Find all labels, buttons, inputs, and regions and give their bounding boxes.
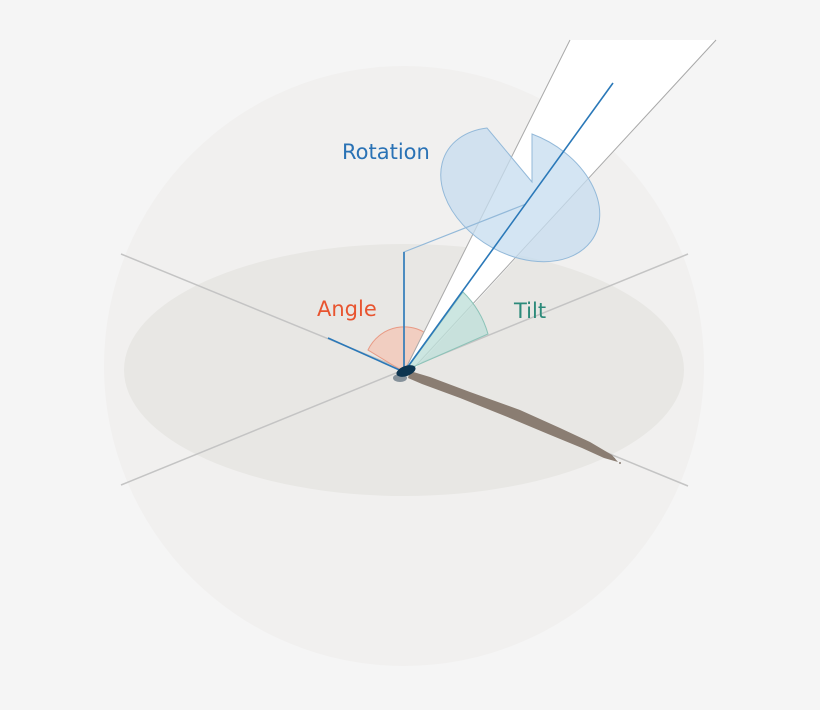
tilt-arc bbox=[404, 291, 489, 372]
angle-reference-line bbox=[327, 337, 405, 373]
pen-tip bbox=[396, 365, 416, 377]
angle-label: Angle bbox=[317, 297, 377, 321]
rotation-label: Rotation bbox=[342, 140, 430, 164]
pen-axis-line bbox=[403, 82, 614, 373]
ink-stroke bbox=[408, 371, 621, 464]
tilt-label: Tilt bbox=[514, 299, 547, 323]
rotation-disc bbox=[440, 127, 601, 263]
